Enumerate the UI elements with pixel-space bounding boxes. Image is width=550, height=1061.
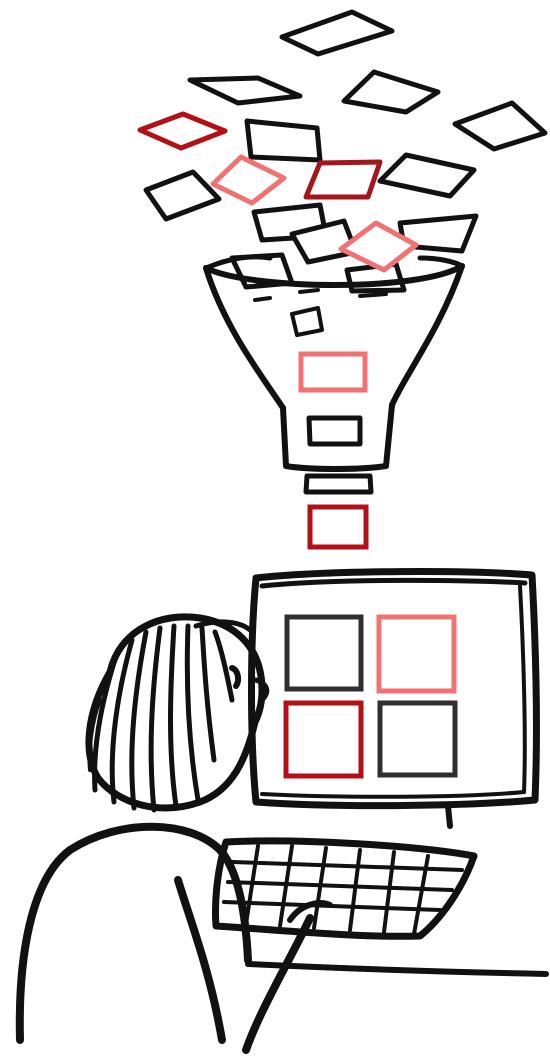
paper-sheet-icon [190, 78, 300, 103]
dashboard-tile-icon [286, 703, 361, 776]
dashboard-tiles [286, 617, 455, 776]
paper-sheet-icon [380, 155, 474, 196]
keyboard-icon [215, 841, 546, 974]
paper-sheets-group [140, 12, 545, 291]
dashboard-tile-icon [287, 617, 361, 689]
funnel-icon [206, 257, 462, 492]
paper-sheet-icon [146, 172, 219, 219]
person-icon [20, 617, 330, 1050]
paper-sheet-icon [247, 121, 320, 160]
filtered-item-icon [310, 507, 366, 547]
paper-sheet-icon-crimson [306, 162, 380, 197]
paper-sheet-icon [455, 103, 545, 149]
funnel-item-light-red [301, 354, 365, 390]
paper-sheet-icon [344, 72, 438, 112]
paper-sheet-icon [282, 12, 392, 54]
dashboard-tile-icon [379, 617, 454, 691]
monitor-icon [252, 572, 537, 826]
paper-sheet-icon-light-red [213, 157, 284, 203]
dashboard-tile-icon [380, 703, 455, 775]
paper-sheet-icon-red [140, 114, 225, 148]
